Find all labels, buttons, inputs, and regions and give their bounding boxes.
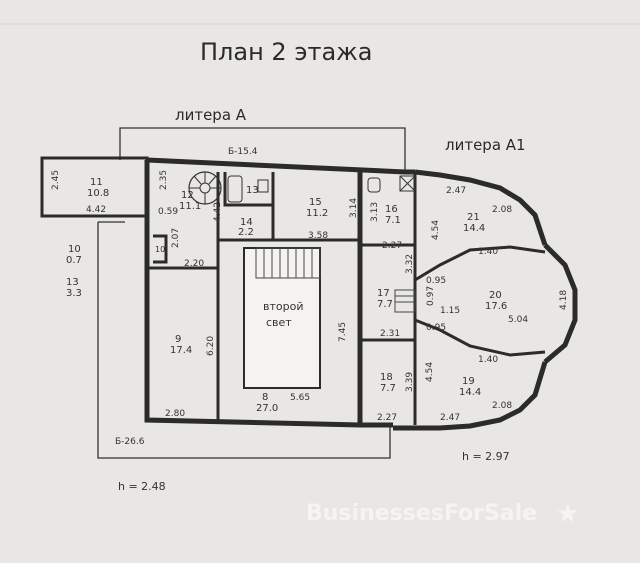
dim-2-31: 2.31: [380, 329, 400, 339]
wall-21-20: [414, 245, 546, 282]
staircase-top: [255, 247, 321, 279]
dim-3-13: 3.13: [370, 202, 380, 222]
room-13a-num: 13: [66, 277, 79, 288]
plan-title: План 2 этажа: [200, 38, 373, 66]
dim-2-07: 2.07: [171, 228, 181, 248]
room-9-num: 9: [175, 334, 181, 345]
watermark-text: BusinessesForSale: [306, 501, 537, 526]
litera-a1-label: литера А1: [445, 136, 526, 154]
room-14-area: 2.2: [238, 227, 254, 238]
room-15-num: 15: [309, 197, 322, 208]
dim-5-04: 5.04: [508, 315, 528, 325]
dim-3-39: 3.39: [405, 372, 415, 392]
lower-terrace-outline: [97, 222, 391, 459]
dim-2-35: 2.35: [159, 170, 169, 190]
room-10-box: [153, 234, 168, 264]
dim-1-40a: 1.40: [478, 247, 498, 257]
litera-a-label: литера А: [175, 106, 247, 124]
dim-2-20: 2.20: [184, 259, 204, 269]
dim-3-58: 3.58: [308, 231, 328, 241]
room-16-num: 16: [385, 204, 398, 215]
room-10b-num: 10: [155, 245, 165, 254]
wall-20-19: [414, 318, 546, 357]
dim-5-65: 5.65: [290, 393, 310, 403]
height-left: h = 2.48: [118, 480, 166, 493]
dim-2-45: 2.45: [51, 170, 61, 190]
room-19-num: 19: [462, 376, 475, 387]
room-20-num: 20: [489, 290, 502, 301]
room-13a-area: 3.3: [66, 288, 82, 299]
room-18-num: 18: [380, 372, 393, 383]
dim-b-top: Б-15.4: [228, 147, 258, 157]
wall-a1-bay: [543, 243, 578, 364]
room-20-area: 17.6: [485, 301, 507, 312]
dim-4-54b: 4.54: [425, 362, 435, 382]
room-9-area: 17.4: [170, 345, 192, 356]
room-21-num: 21: [467, 212, 480, 223]
dim-2-27b: 2.27: [377, 413, 397, 423]
room-15-area: 11.2: [306, 208, 328, 219]
dim-2-08b: 2.08: [492, 401, 512, 411]
room-8-num: 8: [262, 392, 268, 403]
dim-4-42b: 4.42: [213, 202, 223, 222]
room-17-num: 17: [377, 288, 390, 299]
wall-a1-lower-curve: [393, 361, 548, 431]
dim-4-18: 4.18: [559, 290, 569, 310]
dim-7-45: 7.45: [338, 322, 348, 342]
room-11-area: 10.8: [87, 188, 109, 199]
dim-2-80: 2.80: [165, 409, 185, 419]
second-light-line2: свет: [266, 316, 292, 329]
wall-top: [146, 157, 415, 175]
dim-1-40b: 1.40: [478, 355, 498, 365]
upper-terrace-outline: [119, 127, 406, 172]
height-right: h = 2.97: [462, 450, 510, 463]
toilet-icon: [367, 177, 381, 193]
room-16-area: 7.1: [385, 215, 401, 226]
dim-b-bottom: Б-26.6: [115, 437, 145, 447]
room-14-num: 14: [240, 217, 253, 228]
dim-2-08a: 2.08: [492, 205, 512, 215]
room-19-area: 14.4: [459, 387, 481, 398]
spiral-stair: [188, 171, 222, 205]
dim-2-47a: 2.47: [446, 186, 466, 196]
dim-3-14: 3.14: [349, 198, 359, 218]
room-17-area: 7.7: [377, 299, 393, 310]
shower-icon: [399, 175, 416, 192]
room-18-area: 7.7: [380, 383, 396, 394]
second-light-line1: второй: [263, 300, 303, 313]
room-12-area: 11.1: [179, 201, 201, 212]
room-21-area: 14.4: [463, 223, 485, 234]
dim-4-42a: 4.42: [86, 205, 106, 215]
dim-2-47b: 2.47: [440, 413, 460, 423]
dim-0-59: 0.59: [158, 207, 178, 217]
dim-2-27a: 2.27: [382, 241, 402, 251]
room-8-area: 27.0: [256, 403, 278, 414]
dim-1-15: 1.15: [440, 306, 460, 316]
room-10-num: 10: [68, 244, 81, 255]
dim-3-32: 3.32: [405, 254, 415, 274]
dim-0-95a: 0.95: [426, 276, 446, 286]
dim-4-54a: 4.54: [431, 220, 441, 240]
wall-left-bottom: [144, 160, 393, 428]
room-11-num: 11: [90, 177, 103, 188]
second-light-void: [243, 247, 321, 389]
sink-icon: [257, 179, 269, 193]
bathtub-icon: [227, 175, 243, 203]
room-13-num: 13: [246, 185, 259, 196]
wall-a1-upper-curve: [414, 169, 548, 246]
wall-13: [223, 172, 273, 207]
dim-0-95b: 0.95: [426, 323, 446, 333]
watermark-star-icon: ★: [556, 499, 579, 529]
room-12-num: 12: [181, 190, 194, 201]
dim-0-97: 0.97: [426, 286, 436, 306]
stair-17: [394, 289, 416, 313]
dim-6-20: 6.20: [206, 336, 216, 356]
room-10-area: 0.7: [66, 255, 82, 266]
